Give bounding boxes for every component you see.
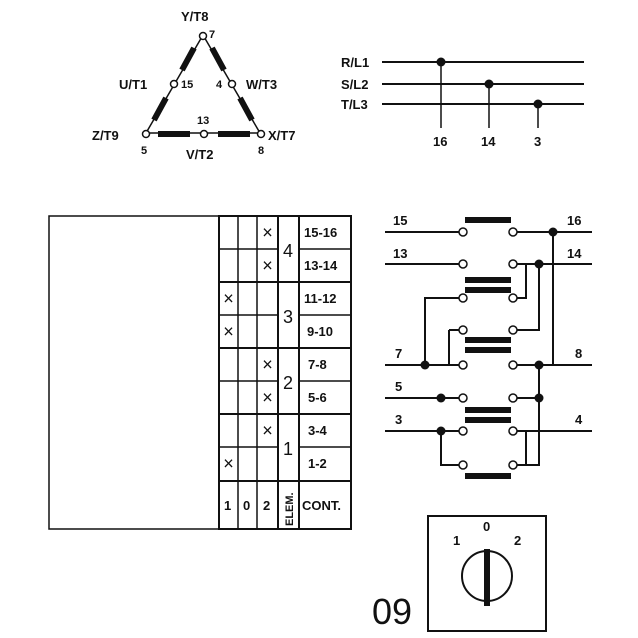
contact-terminal — [508, 360, 518, 370]
contact-terminal — [508, 293, 518, 303]
switch-mark: × — [262, 223, 273, 243]
contact-label: 11-12 — [304, 291, 337, 306]
switch-position: 1 — [453, 533, 460, 548]
contact-terminal — [508, 426, 518, 436]
circuit-left-label: 5 — [395, 379, 402, 394]
delta-right-label: W/T3 — [246, 77, 277, 92]
delta-left-num: 15 — [181, 79, 193, 91]
switch-mark: × — [262, 388, 273, 408]
blank-panel — [48, 215, 220, 530]
contact-label: 13-14 — [304, 258, 338, 273]
rotary-switch: 1 0 2 — [427, 515, 547, 632]
circuit-right-label: 14 — [567, 246, 582, 261]
cont-header: CONT. — [302, 498, 341, 513]
delta-top-label: Y/T8 — [181, 9, 208, 24]
position-header: 2 — [263, 498, 270, 513]
element-number: 4 — [283, 241, 293, 261]
contact-terminal — [458, 293, 468, 303]
delta-br-num: 8 — [258, 145, 264, 157]
contact-terminal — [508, 325, 518, 335]
contact-terminal — [508, 393, 518, 403]
circuit-right-label: 4 — [575, 412, 583, 427]
contact-terminal — [508, 259, 518, 269]
switch-mark: × — [262, 256, 273, 276]
delta-bottom-num: 13 — [197, 115, 209, 127]
switch-mark: × — [262, 355, 273, 375]
terminal — [169, 79, 179, 89]
delta-right-num: 4 — [216, 79, 223, 91]
winding-bar — [151, 96, 169, 122]
switch-mark: × — [223, 454, 234, 474]
contact-label: 7-8 — [308, 357, 327, 372]
delta-bl-num: 5 — [141, 145, 147, 157]
switch-marks: × × × × × × × × — [223, 223, 273, 474]
delta-bl-label: Z/T9 — [92, 128, 119, 143]
terminal — [227, 79, 237, 89]
elem-header: ELEM. — [284, 492, 296, 526]
contact-circuit: 15 13 7 5 3 16 14 8 4 — [385, 213, 592, 479]
supply-line-s: S/L2 — [341, 77, 368, 92]
delta-top-num: 7 — [209, 29, 215, 41]
terminal — [198, 31, 208, 41]
supply-line-r: R/L1 — [341, 55, 369, 70]
supply-terminal: 16 — [433, 134, 447, 149]
position-header: 0 — [243, 498, 250, 513]
supply-lines: R/L1 S/L2 T/L3 16 14 3 — [341, 55, 584, 149]
delta-left-label: U/T1 — [119, 77, 147, 92]
contact-terminal — [458, 426, 468, 436]
delta-connection: Y/T8 7 U/T1 15 4 W/T3 13 V/T2 Z/T9 5 X/T… — [92, 9, 295, 162]
winding-bar — [179, 46, 197, 72]
terminal — [199, 129, 209, 139]
element-number: 3 — [283, 307, 293, 327]
delta-br-label: X/T7 — [268, 128, 295, 143]
contact-terminal — [458, 360, 468, 370]
contact-terminal — [458, 259, 468, 269]
supply-line-t: T/L3 — [341, 97, 368, 112]
contact-label: 9-10 — [307, 324, 333, 339]
switch-position: 2 — [514, 533, 521, 548]
circuit-left-label: 13 — [393, 246, 407, 261]
contact-label: 1-2 — [308, 456, 327, 471]
model-number: 09 — [372, 591, 412, 632]
switch-mark: × — [223, 322, 234, 342]
contact-terminal — [458, 227, 468, 237]
delta-bottom-label: V/T2 — [186, 147, 213, 162]
circuit-left-label: 15 — [393, 213, 407, 228]
element-number: 1 — [283, 439, 293, 459]
terminal — [256, 129, 266, 139]
element-number: 2 — [283, 373, 293, 393]
switch-mark: × — [262, 421, 273, 441]
circuit-right-label: 16 — [567, 213, 581, 228]
circuit-right-label: 8 — [575, 346, 582, 361]
winding-bar — [209, 46, 227, 72]
contact-terminal — [508, 460, 518, 470]
supply-terminal: 14 — [481, 134, 496, 149]
contact-terminal — [458, 460, 468, 470]
contact-terminal — [508, 227, 518, 237]
switch-position: 0 — [483, 519, 490, 534]
circuit-left-label: 7 — [395, 346, 402, 361]
switching-table: 15-16 13-14 11-12 9-10 7-8 5-6 3-4 1-2 4… — [48, 215, 352, 530]
switch-mark: × — [223, 289, 234, 309]
contact-terminal — [458, 325, 468, 335]
contact-label: 3-4 — [308, 423, 328, 438]
contact-label: 15-16 — [304, 225, 337, 240]
circuit-left-label: 3 — [395, 412, 402, 427]
terminal — [141, 129, 151, 139]
supply-terminal: 3 — [534, 134, 541, 149]
contact-label: 5-6 — [308, 390, 327, 405]
contact-terminal — [458, 393, 468, 403]
position-header: 1 — [224, 498, 231, 513]
winding-bar — [237, 96, 255, 122]
